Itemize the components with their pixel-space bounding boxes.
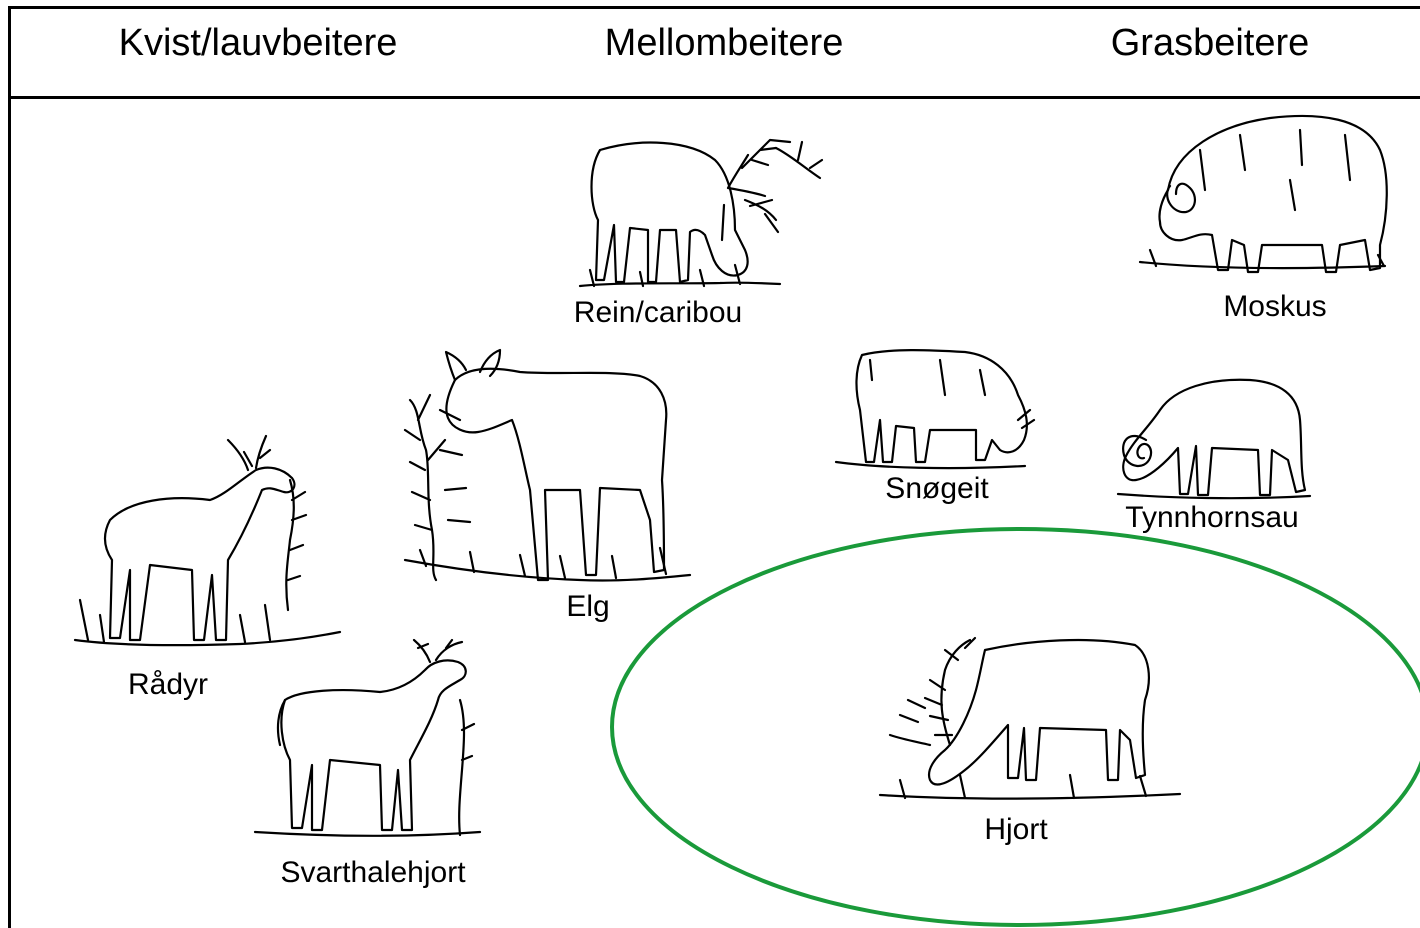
thinhorn-sheep-illustration xyxy=(1118,380,1310,498)
label-blacktail-deer: Svarthalehjort xyxy=(280,858,465,888)
reindeer-illustration xyxy=(580,140,822,286)
blacktail-deer-illustration xyxy=(255,640,480,836)
mountain-goat-illustration xyxy=(836,350,1034,468)
label-muskox: Moskus xyxy=(1223,292,1326,322)
moose-illustration xyxy=(405,350,690,581)
muskox-illustration xyxy=(1140,116,1387,272)
label-roe-deer: Rådyr xyxy=(128,670,208,700)
label-red-deer: Hjort xyxy=(984,815,1047,845)
red-deer-illustration xyxy=(880,638,1180,799)
label-reindeer: Rein/caribou xyxy=(574,298,742,328)
label-moose: Elg xyxy=(566,592,609,622)
label-mountain-goat: Snøgeit xyxy=(885,474,988,504)
label-thinhorn-sheep: Tynnhornsau xyxy=(1125,503,1298,533)
roe-deer-illustration xyxy=(75,436,340,645)
